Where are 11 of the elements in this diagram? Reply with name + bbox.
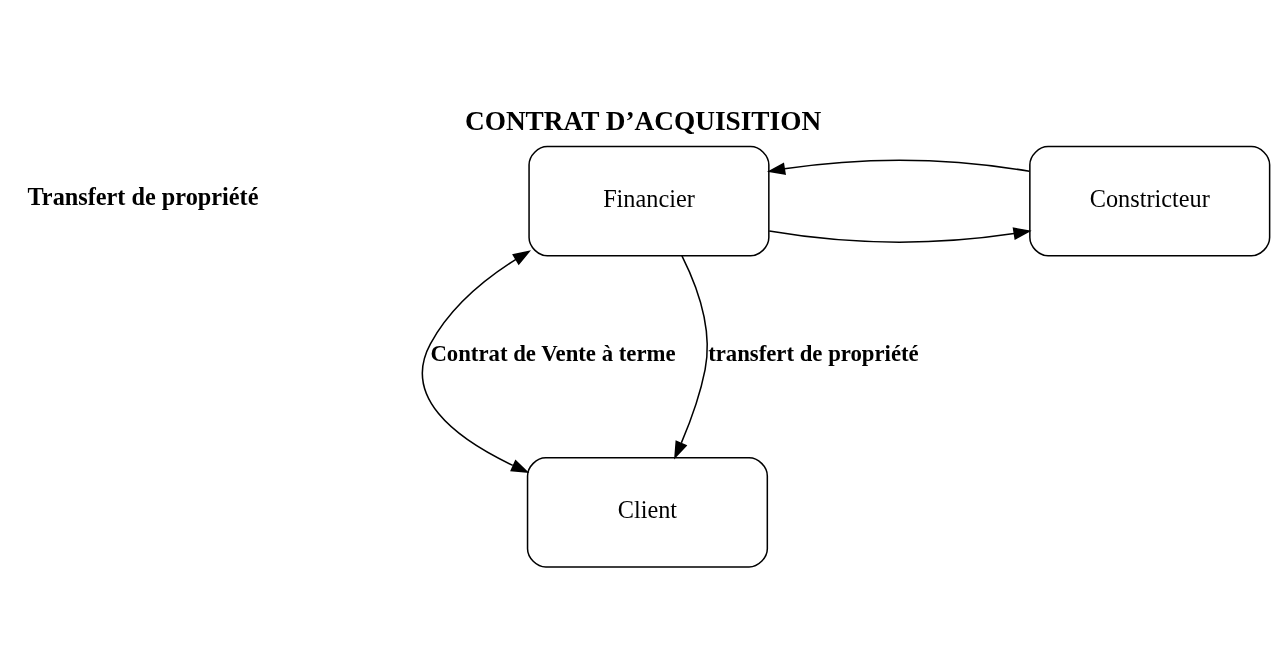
- arrow: [421, 249, 532, 473]
- arrow: [767, 159, 1031, 175]
- diagram-title: CONTRAT D’ACQUISITION: [464, 105, 822, 136]
- arrow: [768, 226, 1032, 243]
- edge-label: transfert de propriété: [708, 340, 919, 366]
- node-box: Constricteur: [1029, 145, 1271, 257]
- node-box: Client: [526, 456, 769, 568]
- label: Transfert de propriété: [27, 182, 259, 210]
- arrow: [674, 254, 708, 459]
- edge-label: Contrat de Vente à terme: [430, 340, 676, 366]
- node-box: Financier: [528, 145, 770, 257]
